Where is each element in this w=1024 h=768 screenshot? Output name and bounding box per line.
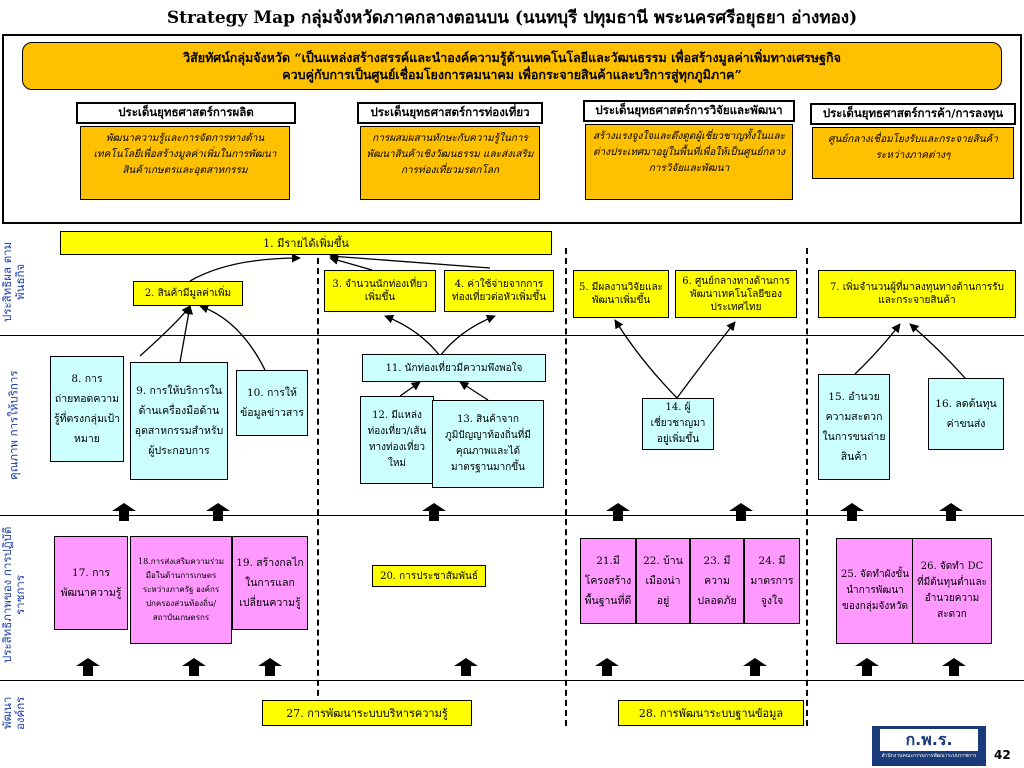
up-arrow-icon [112,503,136,521]
link-2-to-1 [189,253,301,282]
objective-12: 12. มีแหล่งท่องเที่ยว/เส้นทางท่องเที่ยวใ… [360,396,434,484]
column-divider-3 [806,248,808,726]
objective-14: 14. ผู้เชี่ยวชาญมาอยู่เพิ่มขึ้น [642,398,714,450]
perspective-label-efficiency: ประสิทธิภาพของ การปฏิบัติราชการ [0,526,27,664]
link-10-to-2 [199,304,266,371]
up-arrow-icon [743,658,767,676]
up-arrow-icon [422,503,446,521]
strategy-title-production: ประเด็นยุทธศาสตร์การผลิต [76,102,296,124]
strategy-desc-research: สร้างแรงจูงใจและดึงดูดผู้เชี่ยวชาญทั้งใน… [585,124,793,200]
objective-8: 8. การถ่ายทอดความรู้ที่ตรงกลุ่มเป้าหมาย [50,356,124,462]
up-arrow-icon [939,503,963,521]
link-14-to-5 [614,319,678,399]
perspective-label-org-development: พัฒนา องค์กร [0,696,27,730]
perspective-label-service-quality: คุณภาพ การให้บริการ [6,370,21,480]
link-16-to-7 [909,323,966,379]
objective-19: 19. สร้างกลไกในการแลกเปลี่ยนความรู้ [232,536,308,630]
strategy-desc-tourism: การผสมผสานทักษะกับความรู้ในการพัฒนาสินค้… [360,126,540,200]
objective-6: 6. ศูนย์กลางทางด้านการพัฒนาเทคโนโลยีของป… [675,270,797,318]
link-3-to-1 [329,255,373,271]
logo-text: ก.พ.ร. [880,729,978,751]
perspective-label-effectiveness: ประสิทธิผล ตามพันธกิจ [0,241,27,323]
objective-11: 11. นักท่องเที่ยวมีความพึงพอใจ [362,354,546,382]
vision-line-2: ควบคู่กับการเป็นศูนย์เชื่อมโยงการคมนาคม … [282,67,742,82]
vision-line-1: วิสัยทัศน์กลุ่มจังหวัด “เป็นแหล่งสร้างสร… [183,50,841,65]
objective-10: 10. การให้ข้อมูลข่าวสาร [236,370,308,436]
objective-17: 17. การพัฒนาความรู้ [54,536,128,630]
link-11-to-3 [384,314,441,357]
objective-22: 22. บ้านเมืองน่าอยู่ [636,538,690,624]
up-arrow-icon [454,658,478,676]
link-12-to-11 [399,381,421,397]
up-arrow-icon [606,503,630,521]
objective-23: 23. มีความปลอดภัย [690,538,744,624]
objective-27: 27. การพัฒนาระบบบริหารความรู้ [262,700,472,726]
strategy-title-research: ประเด็นยุทธศาสตร์การวิจัยและพัฒนา [583,100,795,122]
page-title: Strategy Map กลุ่มจังหวัดภาคกลางตอนบน (น… [166,8,858,28]
up-arrow-icon [855,658,879,676]
perspective-divider-3 [0,680,1024,681]
up-arrow-icon [206,503,230,521]
objective-20: 20. การประชาสัมพันธ์ [372,565,486,587]
up-arrow-icon [258,658,282,676]
objective-5: 5. มีผลงานวิจัยและพัฒนาเพิ่มขึ้น [573,270,669,318]
objective-15: 15. อำนวยความสะดวกในการขนถ่ายสินค้า [818,374,890,480]
objective-26: 26. จัดทำ DC ที่มีต้นทุนต่ำและอำนวยความส… [912,538,992,644]
objective-1: 1. มีรายได้เพิ่มขึ้น [60,231,552,255]
strategy-title-tourism: ประเด็นยุทธศาสตร์การท่องเที่ยว [357,102,543,124]
objective-18: 18.การส่งเสริมความร่วมมือในด้านการเกษตร … [130,536,232,644]
vision-box: วิสัยทัศน์กลุ่มจังหวัด “เป็นแหล่งสร้างสร… [22,42,1002,90]
link-14-to-6 [676,321,736,399]
objective-7: 7. เพิ่มจำนวนผู้ที่มาลงทุนทางด้านการรับแ… [818,270,1016,318]
up-arrow-icon [840,503,864,521]
up-arrow-icon [729,503,753,521]
link-15-to-7 [854,323,901,375]
objective-21: 21.มีโครงสร้างพื้นฐานที่ดี [580,538,636,624]
strategy-frame [2,34,1022,224]
link-13-to-11 [459,381,489,401]
objective-3: 3. จำนวนนักท่องเที่ยวเพิ่มขึ้น [324,270,436,312]
link-4-to-1 [329,252,491,269]
strategy-title-trade: ประเด็นยุทธศาสตร์การค้า/การลงทุน [810,103,1016,125]
strategy-desc-trade: ศูนย์กลางเชื่อมโยงรับและกระจายสินค้าระหว… [812,127,1014,179]
perspective-divider-1 [0,335,1024,336]
column-divider-2 [565,248,567,726]
objective-4: 4. ค่าใช้จ่ายจากการท่องเที่ยวต่อหัวเพิ่ม… [444,270,554,312]
link-11-to-4 [439,314,496,357]
logo-subtext: สำนักงานคณะกรรมการพัฒนาระบบราชการ [881,753,977,759]
perspective-divider-2 [0,515,1024,516]
objective-16: 16. ลดต้นทุนค่าขนส่ง [928,378,1004,450]
objective-9: 9. การให้บริการในด้านเครื่องมือด้านอุตสา… [130,362,228,480]
objective-25: 25. จัดทำผังขั้นนำการพัฒนาของกลุ่มจังหวั… [836,538,914,644]
column-divider-1 [317,248,319,726]
up-arrow-icon [182,658,206,676]
up-arrow-icon [595,658,619,676]
objective-28: 28. การพัฒนาระบบฐานข้อมูล [618,700,804,726]
page-number: 42 [994,748,1011,762]
up-arrow-icon [76,658,100,676]
objective-24: 24. มีมาตรการจูงใจ [744,538,800,624]
objective-13: 13. สินค้าจากภูมิปัญญาท้องถิ่นที่มีคุณภา… [432,400,544,488]
opdc-logo: ก.พ.ร. สำนักงานคณะกรรมการพัฒนาระบบราชการ [872,726,986,766]
link-8-to-2 [139,305,191,357]
link-9-to-2 [179,305,194,363]
strategy-desc-production: พัฒนาความรู้และการจัดการทางด้านเทคโนโลยี… [80,126,290,200]
up-arrow-icon [942,658,966,676]
objective-2: 2. สินค้ามีมูลค่าเพิ่ม [133,281,243,306]
